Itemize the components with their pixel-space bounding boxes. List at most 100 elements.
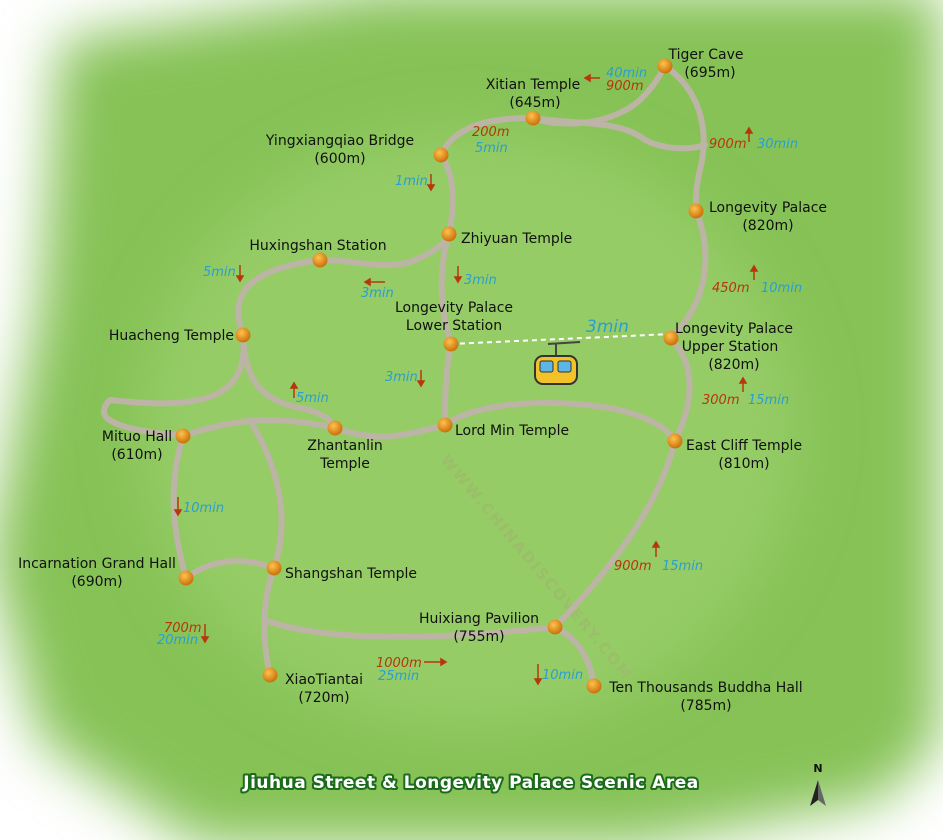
place-name: East Cliff Temple [686,438,802,454]
cable-car-icon [534,341,581,385]
arrow-down-icon [416,370,426,388]
place-elevation: (785m) [680,698,731,714]
time-upper-eastcliff: 15min [748,393,789,408]
place-longevity-palace[interactable]: Longevity Palace(820m) [688,200,828,234]
place-marker[interactable] [327,420,343,436]
place-lord-min-temple[interactable]: Lord Min Temple [437,417,570,440]
place-marker[interactable] [443,336,459,352]
place-elevation: (720m) [298,690,349,706]
svg-text:Ten Thousands Buddha Hall(785m: Ten Thousands Buddha Hall(785m) [608,680,802,714]
place-marker[interactable] [266,560,282,576]
distance-xitian-tiger: 900m [606,79,643,94]
place-huixiang-pavilion[interactable]: Huixiang Pavilion(755m) [419,611,563,645]
time-xiaotiantai-huixiang: 25min [378,669,419,684]
place-name: Huixiang Pavilion [419,611,539,627]
place-subname: Temple [319,456,370,472]
place-name: XiaoTiantai [285,672,363,688]
place-name: Mituo Hall [102,429,172,445]
trail-network [101,63,709,689]
time-yingxiang-xitian: 5min [475,141,508,156]
place-marker[interactable] [688,203,704,219]
arrow-up-icon [738,376,748,392]
place-marker[interactable] [547,619,563,635]
place-marker[interactable] [312,252,328,268]
arrow-up-icon [749,264,759,280]
place-name: Huacheng Temple [109,328,234,344]
place-marker[interactable] [667,433,683,449]
svg-text:Huacheng Temple: Huacheng Temple [109,328,234,344]
place-tiger-cave[interactable]: Tiger Cave(695m) [657,47,744,81]
place-marker[interactable] [175,428,191,444]
place-marker[interactable] [437,417,453,433]
time-mituo-incarnation: 10min [183,501,224,516]
place-name: Xitian Temple [486,77,581,93]
north-arrow-icon: N [810,762,826,806]
place-mituo-hall[interactable]: Mituo Hall (610m) [102,428,191,464]
time-incarnation-xiaotiantai: 20min [157,633,198,648]
place-marker[interactable] [433,147,449,163]
place-subname: Lower Station [406,318,502,334]
arrow-down-icon [533,664,543,686]
svg-text:Zhiyuan Temple: Zhiyuan Temple [461,231,572,247]
trail-mituo-shangshan [247,417,285,571]
arrow-up-icon [289,381,299,398]
place-name: Tiger Cave [668,47,744,63]
arrow-right-icon [424,657,448,667]
place-elevation: (690m) [71,574,122,590]
time-huxingshan-huacheng: 5min [203,265,236,280]
arrow-up-icon [744,126,754,142]
time-huixiang-tenthousand: 10min [542,668,583,683]
distance-xiaotiantai-huixiang: 1000m [376,656,422,671]
place-marker[interactable] [586,678,602,694]
place-marker[interactable] [441,226,457,242]
svg-text:Xitian Temple(645m): Xitian Temple(645m) [486,77,581,111]
place-east-cliff-temple[interactable]: East Cliff Temple(810m) [667,433,803,473]
time-xitian-tiger: 40min [606,66,647,81]
place-xiaotiantai[interactable]: XiaoTiantai (720m) [262,667,364,707]
place-huxingshan-station[interactable]: Huxingshan Station [249,238,387,268]
svg-text:XiaoTiantai(720m): XiaoTiantai (720m) [285,672,363,706]
place-ten-thousands-buddha-hall[interactable]: Ten Thousands Buddha Hall(785m) [586,678,803,715]
arrow-down-icon [426,174,436,192]
time-yingxiang-zhiyuan: 1min [395,174,428,189]
time-huacheng-zhantanlin: 5min [296,391,329,406]
place-yingxiangqiao-bridge[interactable]: Yingxiangqiao Bridge (600m) [265,133,449,167]
place-name: Longevity Palace [395,300,513,316]
place-name: Shangshan Temple [285,566,417,582]
place-marker[interactable] [235,327,251,343]
place-huacheng-temple[interactable]: Huacheng Temple [109,327,251,345]
trail-mituo-incarnation [170,433,189,581]
place-zhiyuan-temple[interactable]: Zhiyuan Temple [441,226,573,248]
time-lower-lordmin: 3min [385,370,418,385]
place-elevation: (600m) [314,151,365,167]
svg-text:Yingxiangqiao Bridge(600m): Yingxiangqiao Bridge (600m) [265,133,414,167]
trail-tiger-longevity [662,63,707,214]
direction-arrows [173,73,759,686]
svg-text:Longevity Palace(820m): Longevity Palace(820m) [709,200,827,234]
arrow-down-icon [235,265,245,283]
place-xitian-temple[interactable]: Xitian Temple(645m) [486,77,581,126]
trail-yingxiang-xitian [438,115,536,158]
place-marker[interactable] [178,570,194,586]
place-marker[interactable] [663,330,679,346]
place-marker[interactable] [262,667,278,683]
place-name: Yingxiangqiao Bridge [265,133,414,149]
map-title: Jiuhua Street & Longevity Palace Scenic … [242,773,698,793]
place-shangshan-temple[interactable]: Shangshan Temple [266,560,417,583]
place-marker[interactable] [525,110,541,126]
distance-tiger-longevity: 900m [709,137,746,152]
place-elevation: (610m) [111,447,162,463]
place-marker[interactable] [657,58,673,74]
distance-eastcliff-huixiang: 900m [614,559,651,574]
place-incarnation-grand-hall[interactable]: Incarnation Grand Hall(690m) [18,556,194,590]
place-name: Longevity Palace [709,200,827,216]
places: Tiger Cave(695m) Xitian Temple(645m) Yin… [18,47,827,714]
trail-upper-eastcliff [668,335,693,444]
svg-text:Lord Min Temple: Lord Min Temple [455,423,569,439]
trail-huacheng-zhantanlin [240,332,338,431]
